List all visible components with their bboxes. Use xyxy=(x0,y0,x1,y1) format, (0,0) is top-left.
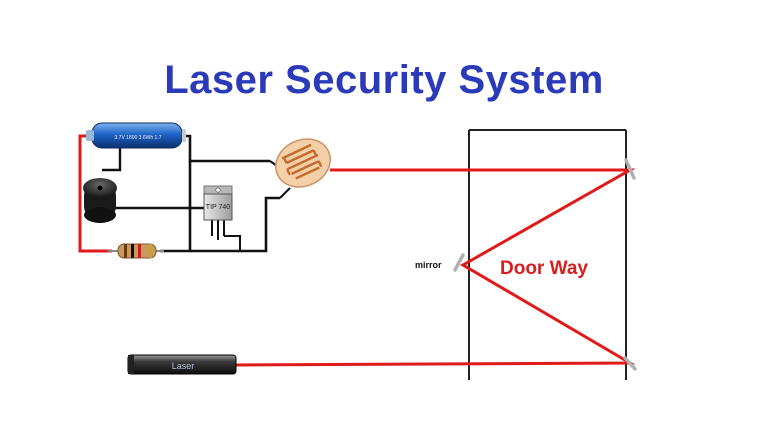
diagram-title: Laser Security System xyxy=(164,58,604,102)
mirror-icon xyxy=(453,158,637,371)
battery-label: 3.7V 1800 3.6Wh 1.7 xyxy=(115,135,162,141)
transistor-lead xyxy=(224,235,241,251)
ldr-lead xyxy=(279,187,291,199)
doorway-frame xyxy=(468,129,627,380)
mirror-label: mirror xyxy=(415,260,442,270)
black-wire-buzzer-top xyxy=(97,144,122,172)
black-wire-bottom xyxy=(190,196,280,253)
buzzer-icon xyxy=(83,178,117,223)
transistor-label: TIP 740 xyxy=(206,204,230,211)
ldr-icon xyxy=(275,138,331,188)
battery-icon: 3.7V 1800 3.6Wh 1.7 xyxy=(86,122,186,149)
laser-label: Laser xyxy=(172,361,195,371)
laser-beam xyxy=(235,168,636,367)
laser-icon: Laser xyxy=(127,354,237,375)
black-wire-battery xyxy=(180,134,270,163)
doorway-label: Door Way xyxy=(500,258,588,279)
transistor-icon: TIP 740 xyxy=(203,185,233,221)
black-wire-vertical xyxy=(160,161,192,253)
resistor-icon xyxy=(108,243,164,259)
